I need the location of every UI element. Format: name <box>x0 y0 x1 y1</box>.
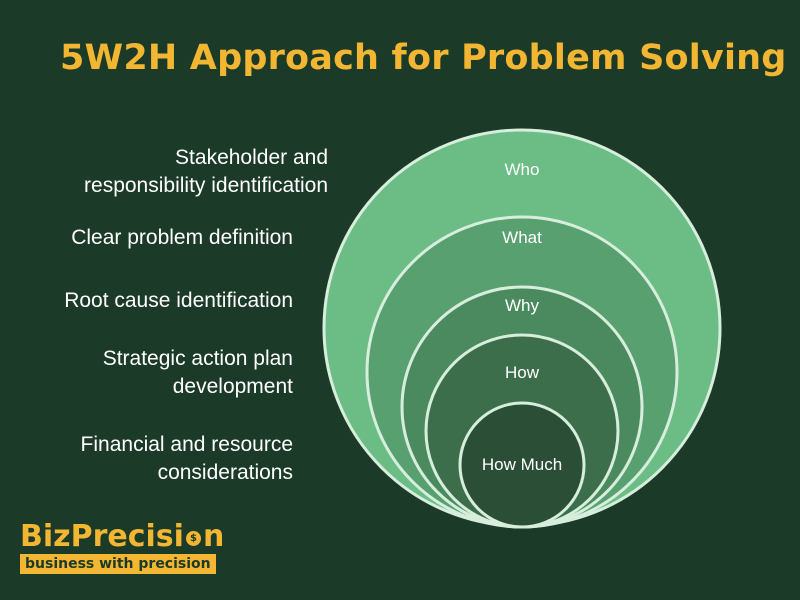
description-who: Stakeholder and responsibility identific… <box>84 146 328 197</box>
circle-label-what: What <box>502 228 542 247</box>
page-title: 5W2H Approach for Problem Solving <box>60 38 787 78</box>
circle-label-how: How <box>504 363 540 382</box>
description-why: Root cause identification <box>64 289 293 312</box>
circle-label-who: Who <box>504 160 540 179</box>
circle-label-why: Why <box>505 296 539 315</box>
coin-icon: $ <box>185 531 201 546</box>
brand-tagline: business with precision <box>20 554 216 574</box>
circle-how-much <box>458 401 586 529</box>
brand-wordmark-suffix: n <box>202 519 225 554</box>
brand-wordmark-prefix: BizPrecisi <box>20 519 184 554</box>
brand-logo: BizPrecisi$n business with precision <box>20 522 224 574</box>
brand-wordmark: BizPrecisi$n <box>20 522 224 552</box>
description-how: Strategic action plan development <box>102 347 293 398</box>
circle-label-how-much: How Much <box>481 455 563 474</box>
description-how-much: Financial and resource considerations <box>80 433 293 484</box>
description-what: Clear problem definition <box>71 226 293 249</box>
